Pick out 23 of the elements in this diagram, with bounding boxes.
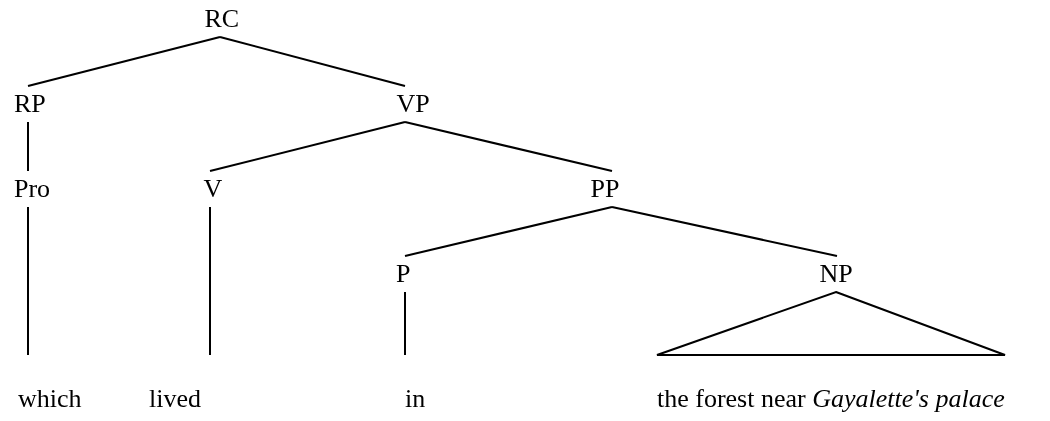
branch-line [27, 121, 29, 172]
category-label: V [203, 171, 223, 207]
branch-line [404, 206, 613, 257]
branch-line [209, 121, 406, 172]
branch-line [404, 291, 406, 356]
category-label: RC [204, 1, 240, 37]
triangle-branch [656, 290, 1006, 356]
branch-line [219, 36, 406, 87]
category-label: RP [14, 86, 46, 122]
branch-line [209, 206, 211, 356]
branch-line [611, 206, 838, 257]
category-label: VP [396, 86, 430, 122]
category-label: Pro [14, 171, 51, 207]
category-label: P [396, 256, 411, 292]
category-label: PP [590, 171, 620, 207]
leaf-words: which [18, 355, 82, 417]
leaf-words: lived [149, 355, 201, 417]
branch-line [404, 121, 613, 172]
branch-line [27, 36, 221, 87]
leaf-words: the forest near Gayalette's palace [657, 355, 1005, 417]
category-label: NP [819, 256, 853, 292]
leaf-words: in [405, 355, 426, 417]
branch-line [27, 206, 29, 356]
